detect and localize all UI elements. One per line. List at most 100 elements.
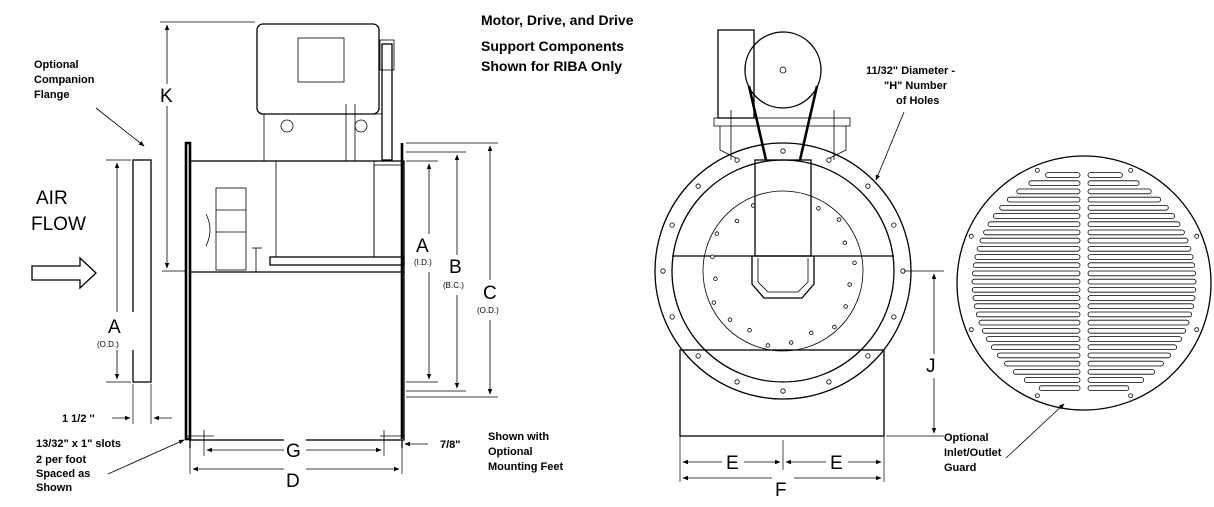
heading-note: Motor, Drive, and Drive Support Componen… [481,12,634,74]
dim-a-id-sub: (I.D.) [414,258,432,267]
guard-slot [1087,254,1194,260]
guard-slot [1038,385,1081,391]
dim-c-label: C [483,283,497,304]
guard-slot [971,286,1081,293]
front-impeller-holes [710,203,857,348]
flange-bolt-hole [780,148,786,154]
guard-slot [1087,245,1192,252]
dim-b-label: B [449,257,462,278]
guard-slot [1087,180,1140,187]
front-support-base [679,349,885,437]
guard-note-line-3: Guard [944,462,976,474]
flange-note-line-2: Companion [34,74,95,86]
slots-note-line-4: Shown [36,482,72,494]
fan-housing [189,160,405,441]
impeller-hole [842,240,848,245]
holes-note-line-1: 11/32" Diameter - [866,65,955,77]
guard-slot [1087,327,1187,334]
guard-slot [1087,385,1130,391]
flange-width-label: 1 1/2 '' [62,413,95,425]
flange-note-leader [95,107,145,147]
base-bolt-left [280,119,294,133]
front-mount-plate [713,117,851,127]
guard-mount-holes [968,167,1200,399]
guard-mount-hole [1034,167,1040,173]
impeller-hole [765,343,771,348]
impeller-hole [747,328,752,333]
guard-slot [1087,172,1123,178]
guard-slot [1087,295,1196,301]
front-inlet-bore [702,190,864,352]
guard-mount-hole [1034,393,1040,399]
guard-slot [1087,319,1190,326]
air-flow-line-1: AIR [36,188,68,209]
guard-mount-hole [968,233,974,239]
guard-slot [1087,229,1185,236]
guard-slot [1087,221,1181,228]
dim-a-od-sub: (O.D.) [97,340,119,349]
side-view: K A (O.D.) A (I.D.) B (B.C.) C (O.D.) [31,21,563,494]
dim-b-sub: (B.C.) [443,281,464,290]
flange-bolt-hole [865,353,871,359]
drive-cover [373,164,403,258]
guard-note-leader [1005,403,1065,459]
front-motor-body [717,29,755,119]
front-pulley [744,31,822,109]
impeller-hole [789,340,794,345]
impeller-hole [847,282,852,287]
belt [381,43,393,161]
guard-slot [972,295,1081,301]
guard-slot [976,245,1081,252]
impeller-hole [836,217,842,222]
guard-slot [978,319,1081,326]
guard-slots [971,172,1197,391]
dim-j-label: J [926,356,936,377]
impeller-hole [734,218,740,224]
impeller-hole [809,330,814,336]
guard-slot [1087,360,1164,367]
impeller-hole [816,206,821,211]
holes-note-line-3: of Holes [896,95,939,107]
guard-slot [999,204,1081,211]
guard-slot [1087,303,1195,309]
dim-a-id-label: A [416,236,429,257]
guard-outer-ring [956,155,1212,411]
dim-c-sub: (O.D.) [477,306,499,315]
guard-slot [979,237,1081,244]
flange-bolt-hole [734,157,740,163]
guard-mount-hole [1194,233,1200,239]
dim-f-label: F [775,480,787,501]
feet-note-line-1: Shown with [488,431,549,443]
guard-slot [1087,270,1197,277]
flange-bolt-hole [891,314,897,320]
base-bolt-right [354,119,368,133]
dim-e-right-label: E [830,453,843,474]
motor [256,23,380,115]
motor-pulley [379,39,395,71]
impeller-hole [710,254,715,259]
heading-line-1: Motor, Drive, and Drive [481,12,634,28]
feet-note-line-2: Optional [488,446,533,458]
impeller-hole [832,324,837,330]
guard-slot [1087,352,1172,359]
companion-flange [132,159,152,383]
flange-note-line-3: Flange [34,89,69,101]
guard-slot [1012,368,1081,375]
guard-slot [971,270,1081,277]
slots-note-leader [107,439,185,475]
heading-line-3: Shown for RIBA Only [481,58,622,74]
motor-plate [275,160,375,258]
flange-bolt-hole [826,157,832,163]
flange-bolt-hole [865,183,871,189]
holes-note-line-2: "H" Number [884,80,948,92]
flange-bolt-hole [780,388,786,394]
bearing-block [215,187,247,271]
front-flange-inner [671,159,895,383]
slots-note-line-3: Spaced as [36,468,90,480]
heading-line-2: Support Components [481,38,624,54]
guard-slot [1087,188,1152,195]
impeller-hole [750,203,756,208]
guard-slot [1087,344,1178,350]
guard-slot [1016,188,1081,195]
